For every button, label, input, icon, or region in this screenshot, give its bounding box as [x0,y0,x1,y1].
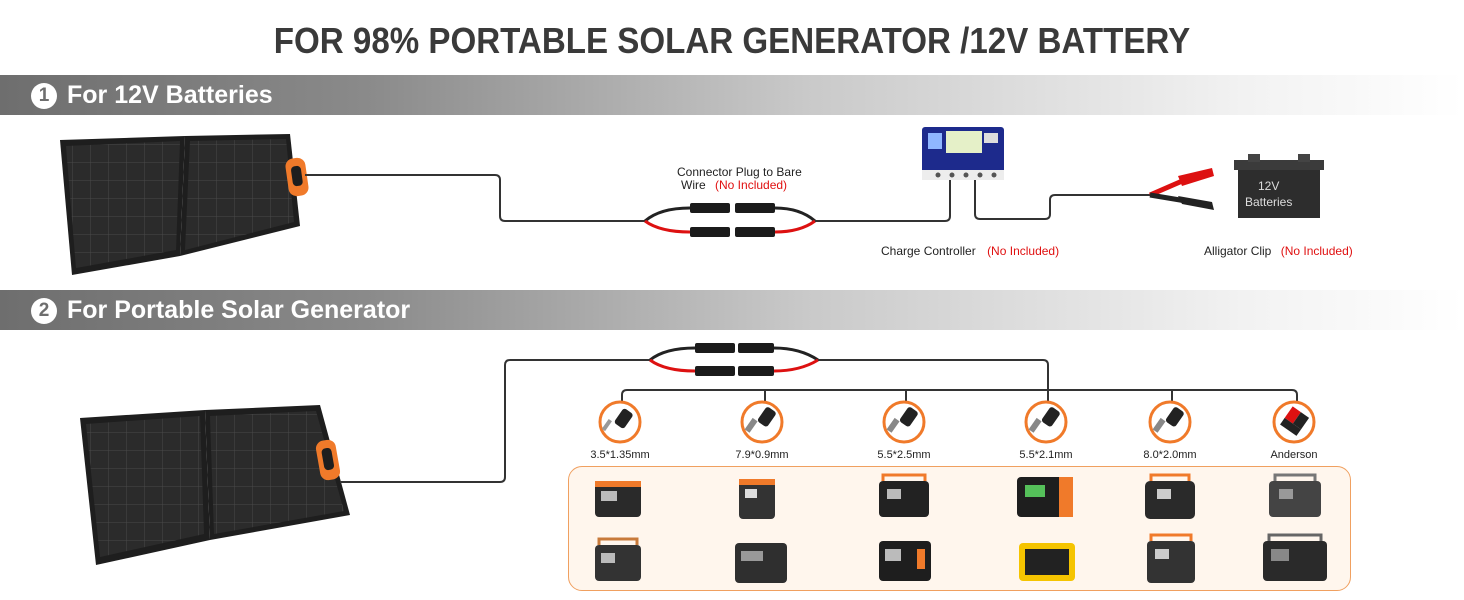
battery-label-line2: Batteries [1245,195,1293,209]
power-station-4 [1017,477,1073,517]
section-label-portable-generator: For Portable Solar Generator [67,296,411,324]
plug-3-5x1-35-icon [598,400,642,444]
plug-5-5x2-5-icon [882,400,926,444]
charge-controller-note: (No Included) [987,244,1060,258]
charge-controller-label: Charge Controller (No Included) [881,244,1059,258]
connector-plug-top [644,203,816,237]
plug-anderson-icon [1272,400,1316,444]
plug-label-5: 8.0*2.0mm [1143,449,1197,461]
plug-label-2: 7.9*0.9mm [735,449,789,461]
plug-label-3: 5.5*2.5mm [877,449,931,461]
plug-label-4: 5.5*2.1mm [1019,449,1073,461]
alligator-clip-label: Alligator Clip (No Included) [1204,244,1353,258]
alligator-clip-text: Alligator Clip [1204,244,1272,258]
plug-label-1: 3.5*1.35mm [590,449,650,461]
charge-controller [922,127,1004,180]
power-station-6 [1269,473,1321,517]
power-station-10 [1019,543,1075,581]
connector-label-line1: Connector Plug to Bare [677,165,802,179]
power-station-11 [1147,533,1195,583]
power-station-12 [1263,533,1327,581]
power-station-5 [1145,473,1195,519]
charge-controller-text: Charge Controller [881,244,976,258]
power-station-8 [735,543,787,583]
connector-label-line2: Wire [681,178,706,192]
page-title: FOR 98% PORTABLE SOLAR GENERATOR /12V BA… [273,20,1191,61]
solar-panel-top [60,134,309,275]
battery-12v [1234,154,1324,218]
connector-plug-bottom [649,343,819,376]
power-station-7 [595,537,641,581]
power-station-3 [879,473,929,517]
compatible-devices-panel [568,466,1351,591]
section-label-12v-batteries: For 12V Batteries [67,81,273,109]
step-number-1: 1 [31,83,57,109]
connector-note: (No Included) [715,178,788,192]
alligator-clip [1149,168,1214,210]
plug-5-5x2-1-icon [1024,400,1068,444]
power-station-9 [879,541,931,581]
plug-8-0x2-0-icon [1148,400,1192,444]
connector-label: Connector Plug to Bare [677,165,802,179]
connector-label-2: Wire (No Included) [681,178,787,192]
plug-7-9x0-9-icon [740,400,784,444]
solar-panel-bottom [80,405,350,565]
plug-label-6: Anderson [1270,449,1318,461]
section-band-12v-batteries: 1 For 12V Batteries [0,75,1464,115]
step-number-2: 2 [31,298,57,324]
power-station-1 [595,481,641,517]
section-band-portable-generator: 2 For Portable Solar Generator [0,290,1464,330]
battery-label-line1: 12V [1258,179,1280,193]
power-station-2 [739,479,775,519]
compatible-devices-grid [595,473,1327,583]
alligator-clip-note: (No Included) [1280,244,1353,258]
